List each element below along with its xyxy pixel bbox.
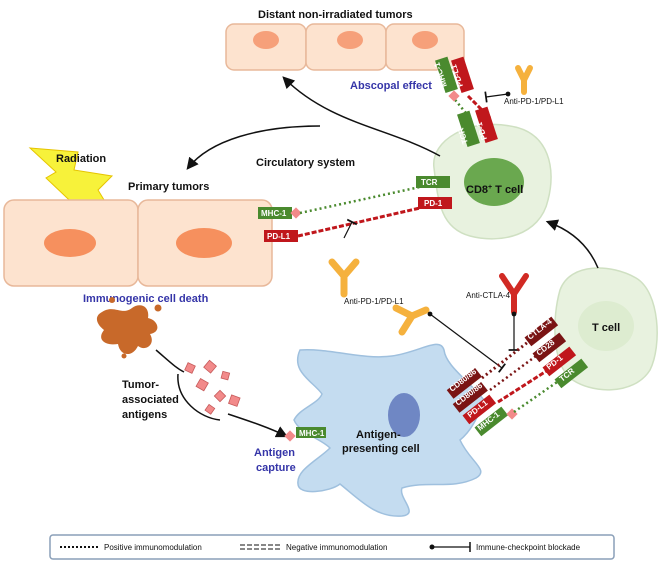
primary-tumors <box>3 199 273 287</box>
tag-pdl1-primary: PD-L1 <box>267 232 291 241</box>
anti-pd1-antibody-mid <box>328 258 360 298</box>
t-cell-label: T cell <box>592 322 620 334</box>
legend-positive: Positive immunomodulation <box>104 543 202 552</box>
tag-mhc1-capture: MHC-1 <box>299 429 325 438</box>
tumor-antigens <box>184 359 241 415</box>
apc-nucleus <box>388 393 420 437</box>
blockade-lower <box>427 311 506 373</box>
blockade-top <box>484 91 511 103</box>
immunogenic-cell-death-label: Immunogenic cell death <box>83 293 209 305</box>
primary-tumors-label: Primary tumors <box>128 181 209 193</box>
tag-mhc1-primary: MHC-1 <box>261 209 287 218</box>
mhc1-capture <box>296 427 326 438</box>
distant-interaction <box>435 56 498 148</box>
apc-label-line2: presenting cell <box>342 443 420 455</box>
antigen-capture-label-line2: capture <box>256 462 296 474</box>
flow-arrows <box>155 76 599 438</box>
cd8-t-cell <box>433 123 552 240</box>
tumor-antigens-label-line3: antigens <box>122 409 167 421</box>
distant-tumors-label: Distant non-irradiated tumors <box>258 9 413 21</box>
apc-tcell-synapse <box>446 316 589 437</box>
tumor-antigens-label-line1: Tumor- <box>122 379 159 391</box>
captured-antigen <box>284 430 296 442</box>
cd8-t-cell-label: CD8+ T cell <box>466 184 523 196</box>
antigen-capture-label-line1: Antigen <box>254 447 295 459</box>
legend <box>49 534 615 560</box>
anti-pd1-label-top: Anti-PD-1/PD-L1 <box>504 97 564 106</box>
anti-pd1-antibody-lower <box>392 304 430 336</box>
tag-tcr-primary: TCR <box>421 178 438 187</box>
anti-pd1-label-mid: Anti-PD-1/PD-L1 <box>344 297 404 306</box>
tumor-antigens-label-line2: associated <box>122 394 179 406</box>
apc-label-line1: Antigen- <box>356 429 401 441</box>
distant-tumors <box>225 23 465 71</box>
circulatory-system-label: Circulatory system <box>256 157 355 169</box>
dying-cell-splat <box>96 305 158 355</box>
abscopal-effect-label: Abscopal effect <box>350 80 432 92</box>
blockade-mid <box>343 218 358 239</box>
tag-pd1-primary: PD-1 <box>424 199 443 208</box>
anti-ctla4-antibody <box>499 273 529 315</box>
legend-blockade: Immune-checkpoint blockade <box>476 543 581 552</box>
anti-ctla4-label: Anti-CTLA-4 <box>466 291 511 300</box>
anti-pd1-antibody-top <box>515 65 533 95</box>
legend-negative: Negative immunomodulation <box>286 543 387 552</box>
primary-interaction <box>258 176 452 242</box>
radiation-label: Radiation <box>56 153 106 165</box>
